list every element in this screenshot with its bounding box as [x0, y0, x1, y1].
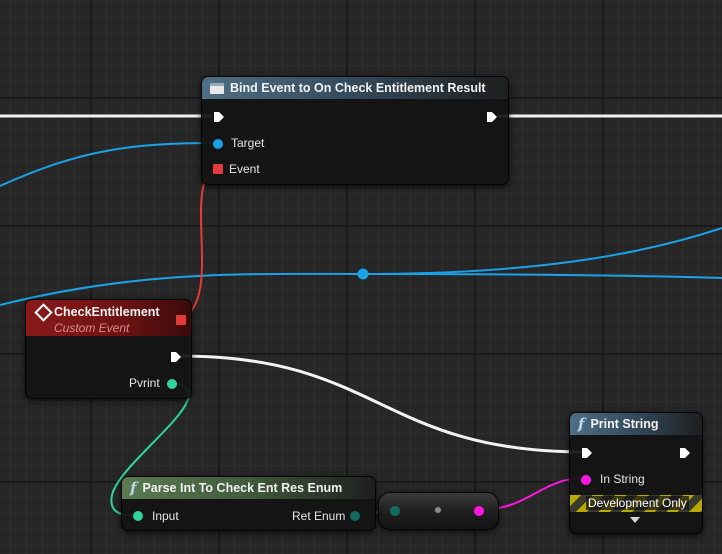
delegate-out-pin[interactable] [176, 315, 186, 325]
input-pin[interactable] [133, 511, 143, 521]
ret-enum-label: Ret Enum [292, 509, 346, 523]
function-f-icon: f [578, 415, 585, 433]
in-string-pin[interactable] [581, 475, 591, 485]
print-string-title: Print String [590, 417, 659, 431]
custom-event-header[interactable]: CheckEntitlement Custom Event [26, 300, 191, 336]
object-wire-long-lower [362, 273, 722, 279]
expand-arrow-icon[interactable] [630, 517, 640, 523]
conversion-in-pin[interactable] [390, 506, 400, 516]
development-only-banner: Development Only [570, 495, 702, 512]
reroute-node[interactable] [357, 268, 369, 280]
conversion-out-pin[interactable] [474, 506, 484, 516]
event-pin[interactable] [213, 164, 223, 174]
event-label: Event [229, 162, 260, 176]
parse-int-node[interactable]: f Parse Int To Check Ent Res Enum Input … [121, 476, 376, 531]
bind-event-title: Bind Event to On Check Entitlement Resul… [230, 81, 486, 95]
print-string-node[interactable]: f Print String In String Development Onl… [569, 412, 703, 534]
object-wire-long-left [0, 272, 364, 306]
development-only-label: Development Only [586, 496, 689, 510]
exec-in-pin[interactable] [213, 111, 225, 123]
parse-int-header[interactable]: f Parse Int To Check Ent Res Enum [122, 477, 375, 499]
bind-event-header[interactable]: Bind Event to On Check Entitlement Resul… [202, 77, 508, 99]
parse-int-title: Parse Int To Check Ent Res Enum [142, 481, 343, 495]
function-f-icon: f [130, 479, 137, 497]
input-label: Input [152, 509, 179, 523]
target-pin[interactable] [213, 139, 223, 149]
exec-out-pin[interactable] [170, 351, 182, 363]
object-wire-target [0, 142, 218, 187]
print-string-header[interactable]: f Print String [570, 413, 702, 435]
pvrint-pin[interactable] [167, 379, 177, 389]
bind-event-node[interactable]: Bind Event to On Check Entitlement Resul… [201, 76, 509, 185]
custom-event-title: CheckEntitlement [54, 305, 160, 319]
in-string-label: In String [600, 472, 645, 486]
exec-wire-print [179, 354, 586, 454]
ret-enum-pin[interactable] [350, 511, 360, 521]
exec-out-pin[interactable] [679, 447, 691, 459]
conversion-dot-icon [435, 507, 441, 513]
exec-in-pin[interactable] [581, 447, 593, 459]
exec-out-pin[interactable] [486, 111, 498, 123]
target-label: Target [231, 136, 265, 150]
custom-event-node[interactable]: CheckEntitlement Custom Event Pvrint [25, 299, 192, 399]
conversion-node[interactable] [378, 492, 499, 530]
delegate-wire [180, 167, 218, 320]
bind-event-icon [210, 82, 224, 94]
pvrint-label: Pvrint [129, 376, 160, 390]
event-diamond-icon [34, 303, 53, 322]
object-wire-long-right [362, 227, 722, 275]
custom-event-subtitle: Custom Event [54, 321, 130, 335]
